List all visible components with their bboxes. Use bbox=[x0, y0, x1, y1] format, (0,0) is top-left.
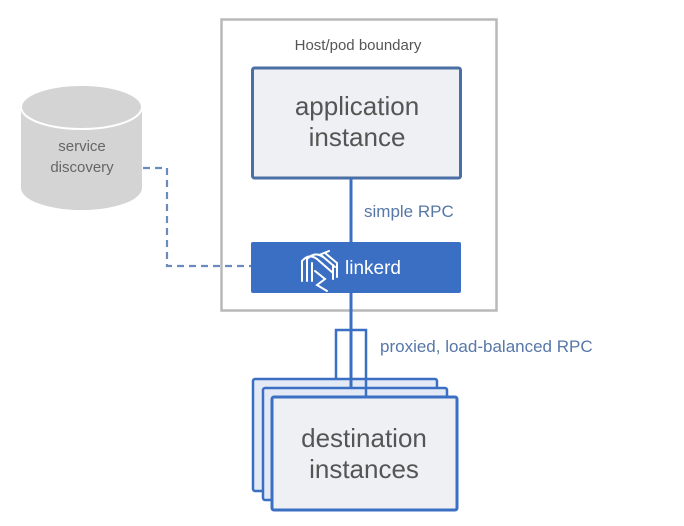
proxied-rpc-label: proxied, load-balanced RPC bbox=[380, 337, 593, 356]
linkerd-proxy-box bbox=[251, 242, 461, 293]
simple-rpc-label: simple RPC bbox=[364, 202, 454, 221]
linkerd-logo-icon bbox=[301, 250, 338, 292]
application-instance-label-line2: instance bbox=[309, 122, 406, 152]
service-discovery-cylinder-icon bbox=[20, 84, 143, 211]
destination-instances-label-line2: instances bbox=[309, 454, 419, 484]
destination-instances-box bbox=[270, 395, 459, 512]
linkerd-label: linkerd bbox=[345, 258, 401, 279]
application-instance-label-line1: application bbox=[295, 91, 419, 121]
application-instance-box bbox=[251, 66, 462, 180]
host-pod-boundary-label: Host/pod boundary bbox=[295, 37, 422, 54]
destination-instances-label-line1: destination bbox=[301, 423, 427, 453]
service-discovery-dashed-connector bbox=[143, 166, 251, 268]
service-discovery-label-line2: discovery bbox=[50, 159, 114, 176]
service-discovery-label-line1: service bbox=[58, 138, 106, 155]
